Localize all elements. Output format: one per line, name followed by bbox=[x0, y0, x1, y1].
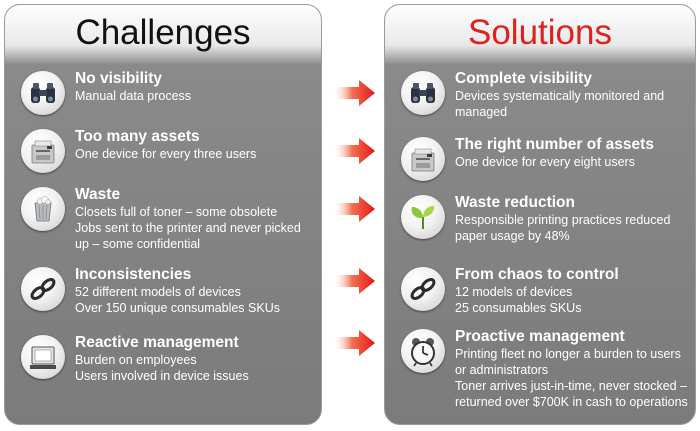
challenge-line: Burden on employees bbox=[75, 353, 197, 367]
challenge-line: up – some confidential bbox=[75, 237, 201, 251]
solution-line: One device for every eight users bbox=[455, 155, 635, 169]
solution-line: paper usage by 48% bbox=[455, 229, 570, 243]
solution-line: 12 models of devices bbox=[455, 285, 573, 299]
challenge-line: Manual data process bbox=[75, 89, 192, 103]
arrow-icon bbox=[333, 196, 375, 222]
chain-icon bbox=[21, 267, 65, 311]
solution-line: managed bbox=[455, 105, 508, 119]
binoculars-icon bbox=[21, 71, 65, 115]
challenge-heading: Waste bbox=[75, 186, 121, 203]
solution-item-chaos-to-control: From chaos to control 12 models of devic… bbox=[397, 266, 687, 337]
arrow-icon bbox=[333, 330, 375, 356]
arrow-icon bbox=[333, 80, 375, 106]
printer-icon bbox=[401, 137, 445, 181]
chain-icon bbox=[401, 267, 445, 311]
solution-heading: The right number of assets bbox=[455, 136, 654, 153]
solution-heading: Waste reduction bbox=[455, 194, 575, 211]
challenge-item-reactive-management: Reactive management Burden on employees … bbox=[17, 334, 313, 405]
solution-heading: From chaos to control bbox=[455, 266, 619, 283]
solution-line: Devices systematically monitored and bbox=[455, 89, 665, 103]
alarm-clock-icon bbox=[401, 329, 445, 373]
solution-item-waste-reduction: Waste reduction Responsible printing pra… bbox=[397, 194, 687, 265]
challenge-heading: Inconsistencies bbox=[75, 266, 192, 283]
challenge-line: Jobs sent to the printer and never picke… bbox=[75, 221, 301, 235]
challenges-panel: Challenges No visibility Manual data pro… bbox=[4, 4, 322, 425]
solution-line: Toner arrives just-in-time, never stocke… bbox=[455, 379, 688, 393]
challenges-title: Challenges bbox=[75, 13, 251, 52]
trash-can-icon bbox=[21, 187, 65, 231]
solution-line: returned over $700K in cash to operation… bbox=[455, 395, 688, 409]
challenge-item-inconsistencies: Inconsistencies 52 different models of d… bbox=[17, 266, 313, 337]
solution-line: 25 consumables SKUs bbox=[455, 301, 582, 315]
solution-line: or administrators bbox=[455, 363, 549, 377]
solution-item-proactive-management: Proactive management Printing fleet no l… bbox=[397, 328, 688, 419]
printer-icon bbox=[21, 129, 65, 173]
challenge-line: Over 150 unique consumables SKUs bbox=[75, 301, 280, 315]
challenge-item-waste: Waste Closets full of toner – some obsol… bbox=[17, 186, 313, 257]
solution-line: Responsible printing practices reduced bbox=[455, 213, 671, 227]
arrow-icon bbox=[333, 268, 375, 294]
challenge-line: Users involved in device issues bbox=[75, 369, 249, 383]
solution-heading: Proactive management bbox=[455, 328, 625, 345]
challenge-item-too-many-assets: Too many assets One device for every thr… bbox=[17, 128, 313, 199]
challenge-line: Closets full of toner – some obsolete bbox=[75, 205, 278, 219]
arrow-icon bbox=[333, 138, 375, 164]
binoculars-icon bbox=[401, 71, 445, 115]
solution-line: Printing fleet no longer a burden to use… bbox=[455, 347, 681, 361]
challenge-heading: Too many assets bbox=[75, 128, 200, 145]
solution-heading: Complete visibility bbox=[455, 70, 592, 87]
challenge-line: One device for every three users bbox=[75, 147, 257, 161]
solutions-panel: Solutions Complete visibility Devices sy… bbox=[384, 4, 696, 425]
challenge-line: 52 different models of devices bbox=[75, 285, 241, 299]
solutions-title: Solutions bbox=[468, 13, 612, 52]
challenge-heading: No visibility bbox=[75, 70, 162, 87]
challenge-heading: Reactive management bbox=[75, 334, 239, 351]
challenge-item-no-visibility: No visibility Manual data process bbox=[17, 70, 313, 141]
old-monitor-icon bbox=[21, 335, 65, 379]
sprout-icon bbox=[401, 195, 445, 239]
solution-item-complete-visibility: Complete visibility Devices systematical… bbox=[397, 70, 687, 141]
solution-item-right-number-of-assets: The right number of assets One device fo… bbox=[397, 136, 687, 207]
